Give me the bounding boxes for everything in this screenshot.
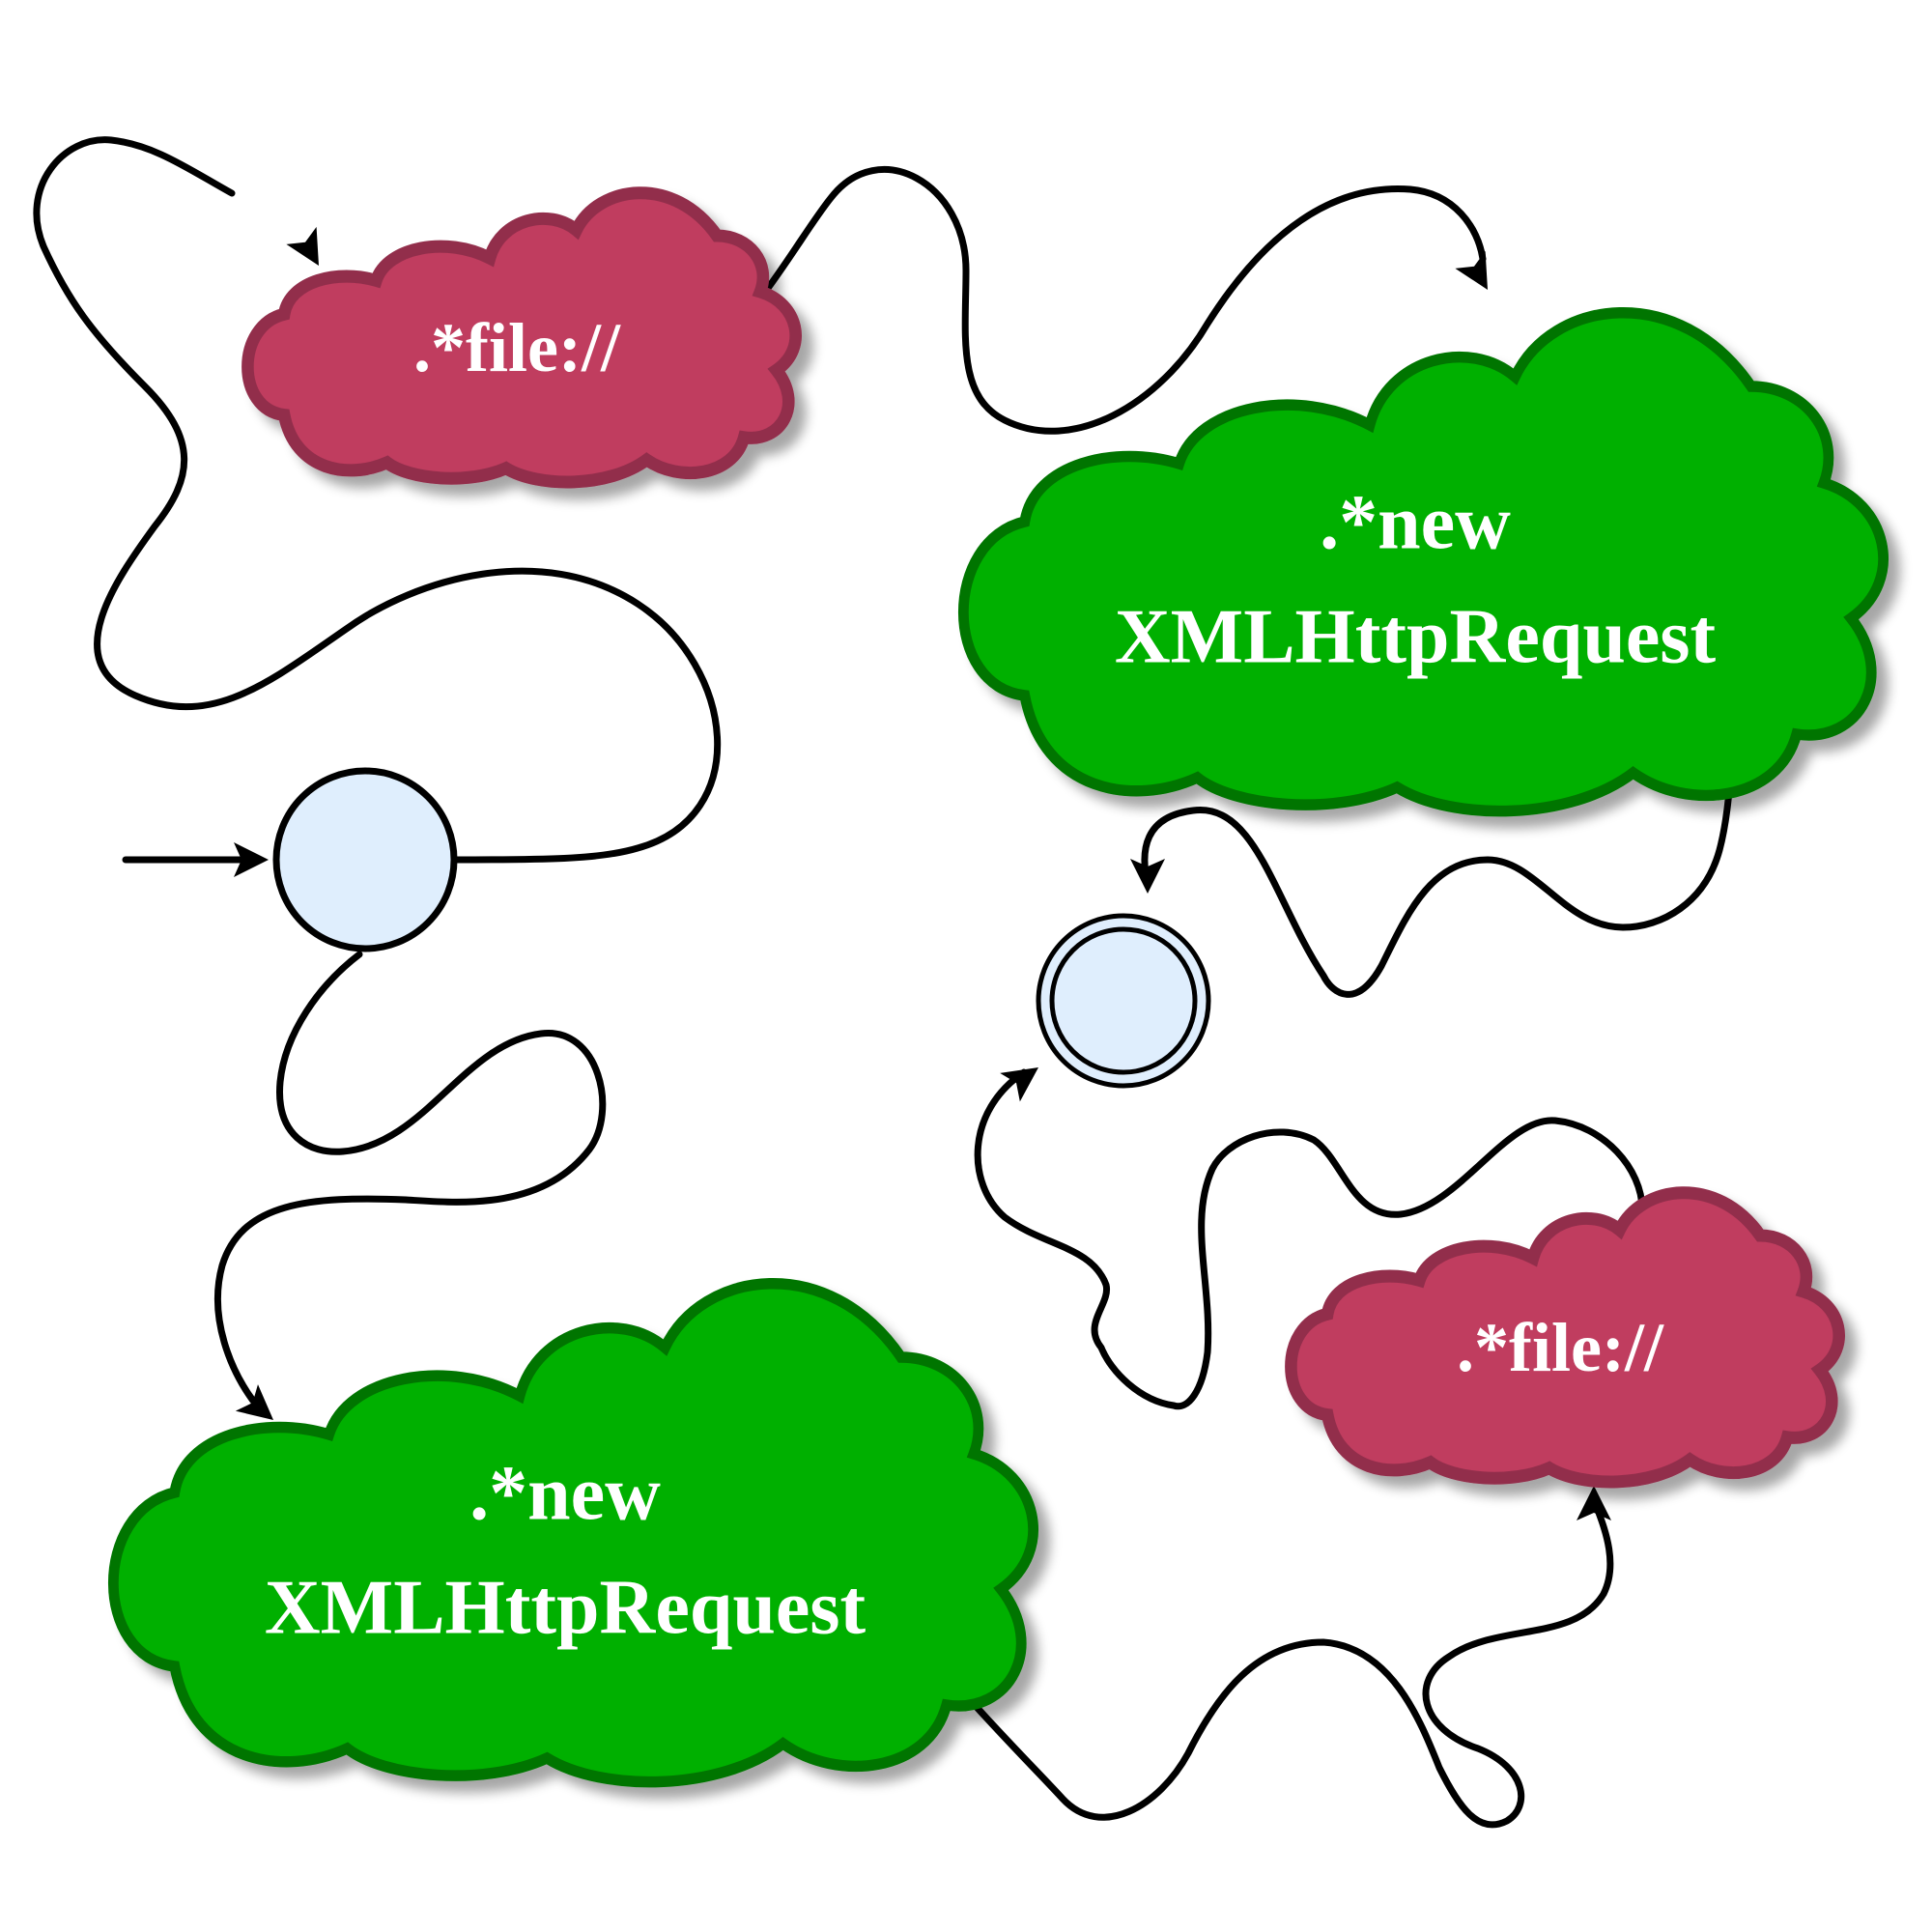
cloud-label: .*new [1320,480,1511,565]
cloud-file-bottom: .*file:// [1291,1193,1838,1482]
accept-top-arrowhead [1130,859,1165,894]
transition-xhr-bottom-to-file-bottom [962,1493,1614,1829]
cloud-label: XMLHttpRequest [1115,594,1717,679]
accept-bottom-arrowhead [1000,1067,1038,1102]
cloud-label: XMLHttpRequest [265,1565,867,1650]
entry-arrowhead [234,842,269,877]
state-start [272,767,458,952]
file-bottom-arrowhead [1577,1486,1611,1520]
transition-file-top-to-xhr-top [759,166,1487,435]
transition-edges [33,136,1738,1829]
cloud-label: .*new [469,1451,661,1536]
transition-start-to-file-top [33,136,722,864]
accepting-state-inner-ring [1049,926,1198,1075]
transition-arrowheads [234,226,1611,1520]
clouds: .*file://.*newXMLHttpRequest.*newXMLHttp… [113,193,1883,1782]
cloud-label: .*file:// [413,309,621,386]
initial-state-circle [272,767,458,952]
transition-start-to-xhr-bottom [213,951,607,1405]
cloud-label: .*file:// [1457,1309,1664,1386]
states [272,767,1211,1089]
xhr-bottom-arrowhead [235,1384,273,1420]
transition-file-bottom-to-accept [974,1068,1646,1410]
transition-xhr-top-to-accept [1141,735,1738,998]
file-top-arrowhead [286,226,319,266]
xhr-top-arrowhead [1455,250,1488,290]
cloud-file-top: .*file:// [247,193,795,482]
state-accept [1036,913,1211,1089]
